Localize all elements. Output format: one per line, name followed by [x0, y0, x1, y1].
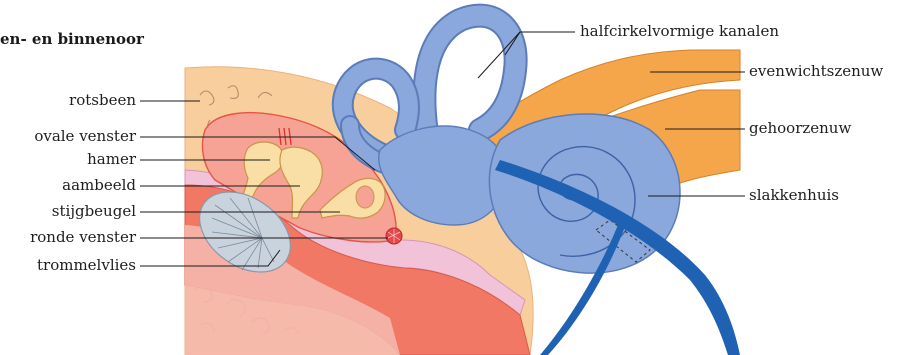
label-evenwichtszenuw: evenwichtszenuw [749, 63, 883, 80]
label-stijgbeugel: stijgbeugel [52, 203, 136, 220]
stirrup-hole [356, 186, 374, 208]
round-window [386, 228, 402, 244]
label-hamer: hamer [87, 151, 136, 168]
label-slakkenhuis: slakkenhuis [749, 187, 839, 204]
label-ovale-venster: ovale venster [34, 128, 136, 145]
label-gehoorzenuw: gehoorzenuw [749, 120, 851, 137]
label-ronde-venster: ronde venster [30, 229, 136, 246]
label-rotsbeen: rotsbeen [69, 92, 136, 109]
diagram-title: en- en binnenoor [0, 30, 144, 48]
label-aambeeld: aambeeld [62, 177, 136, 194]
label-halfcirkelvormige-kanalen: halfcirkelvormige kanalen [580, 23, 779, 40]
label-trommelvlies: trommelvlies [37, 257, 136, 274]
